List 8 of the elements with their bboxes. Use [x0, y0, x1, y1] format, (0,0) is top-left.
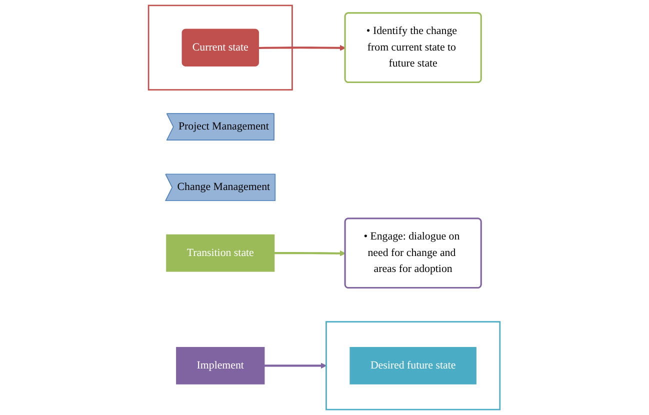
node-box: Implement	[176, 346, 265, 384]
arrow	[264, 362, 327, 369]
cluster	[326, 321, 501, 410]
cluster	[148, 4, 294, 90]
node-box: Transition state	[166, 234, 275, 272]
node-box: Desired future state	[350, 346, 477, 384]
arrow	[259, 44, 346, 51]
arrow	[274, 250, 346, 256]
